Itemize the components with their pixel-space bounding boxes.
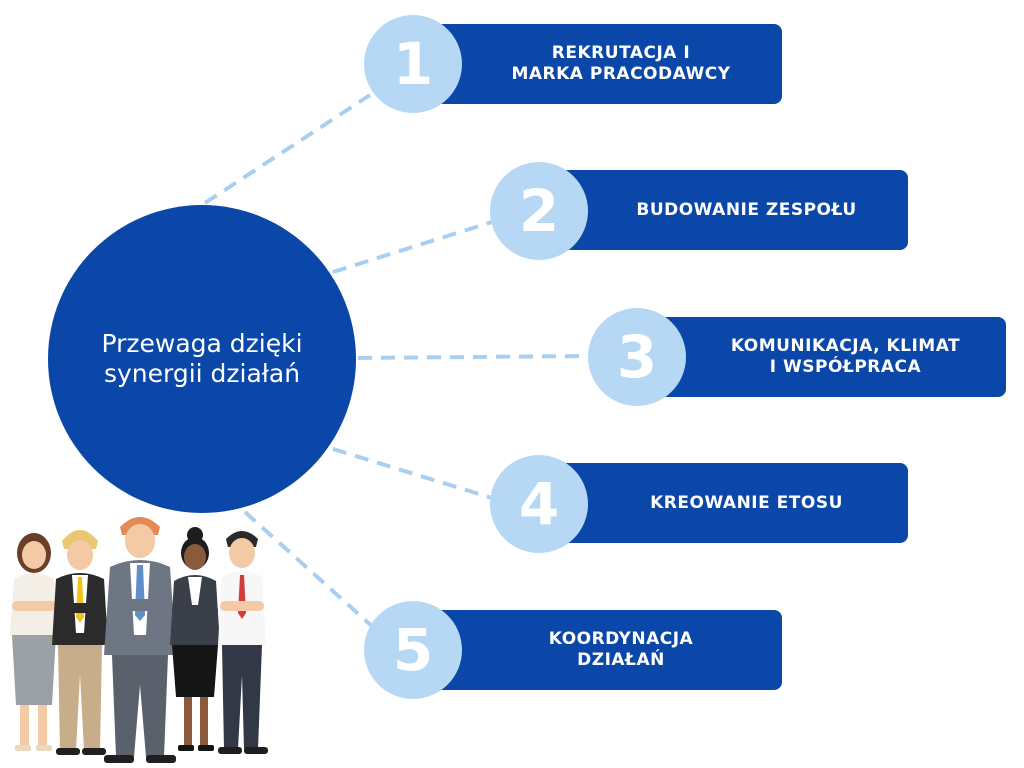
person-3 (104, 517, 176, 763)
step-1-number-badge: 1 (364, 15, 462, 113)
hub-title: Przewaga dzięki synergii działań (101, 329, 303, 388)
step-3-label: KOMUNIKACJA, KLIMAT I WSPÓŁPRACA (730, 336, 961, 377)
person-5 (218, 531, 268, 754)
connector-4 (332, 447, 493, 500)
step-1-label: REKRUTACJA I MARKA PRACODAWCY (511, 43, 731, 84)
business-team-illustration (10, 517, 268, 763)
step-4-number-badge: 4 (490, 455, 588, 553)
connector-1 (203, 93, 372, 205)
step-4-label: KREOWANIE ETOSU (650, 492, 843, 513)
step-1-bar: REKRUTACJA I MARKA PRACODAWCY (420, 24, 782, 104)
person-1 (10, 533, 58, 751)
step-2-label: BUDOWANIE ZESPOŁU (636, 199, 857, 220)
step-2-number-badge: 2 (490, 162, 588, 260)
step-5-label: KOORDYNACJA DZIAŁAŃ (548, 629, 694, 670)
step-5-number-badge: 5 (364, 601, 462, 699)
step-5-bar: KOORDYNACJA DZIAŁAŃ (420, 610, 782, 690)
person-2 (52, 530, 108, 755)
central-hub-circle: Przewaga dzięki synergii działań (48, 205, 356, 513)
step-3-bar: KOMUNIKACJA, KLIMAT I WSPÓŁPRACA (643, 317, 1006, 397)
connector-5 (243, 510, 376, 630)
step-4-bar: KREOWANIE ETOSU (545, 463, 908, 543)
step-2-bar: BUDOWANIE ZESPOŁU (545, 170, 908, 250)
connector-2 (332, 220, 493, 274)
connector-3 (357, 354, 589, 360)
person-4 (170, 527, 220, 751)
step-3-number-badge: 3 (588, 308, 686, 406)
